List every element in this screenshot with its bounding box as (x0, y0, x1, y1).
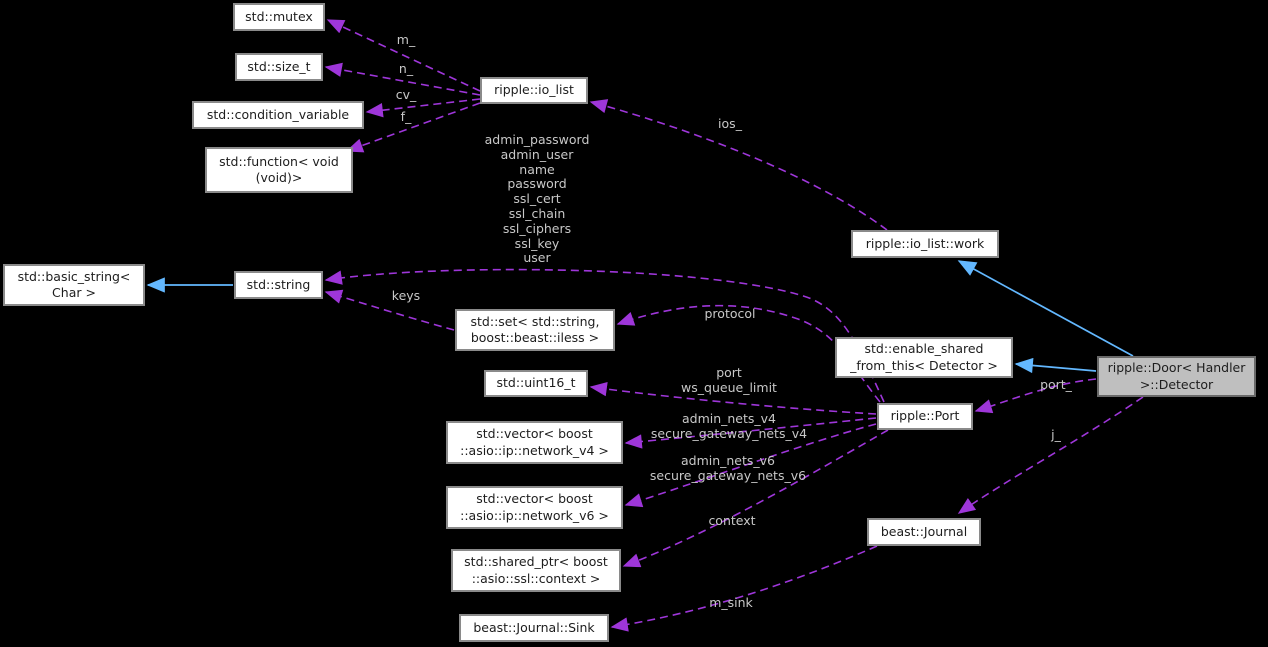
edge-label-m-sink: m_sink (709, 595, 753, 610)
node-std-enable-shared-from-this[interactable]: std::enable_shared_from_this< Detector > (835, 337, 1013, 378)
edge-label-v6-members: admin_nets_v6 secure_gateway_nets_v6 (649, 453, 807, 483)
node-std-uint16-t[interactable]: std::uint16_t (484, 370, 588, 397)
edge-detector-journal (957, 396, 1144, 514)
edge-iolist-condvar (365, 98, 481, 118)
node-ripple-io-list[interactable]: ripple::io_list (480, 77, 588, 104)
node-std-vector-network-v4[interactable]: std::vector< boost::asio::ip::network_v4… (446, 421, 623, 464)
edge-label-string-members: admin_password admin_user name password … (484, 132, 590, 266)
edge-label-protocol: protocol (704, 306, 756, 321)
node-beast-journal[interactable]: beast::Journal (867, 518, 981, 546)
edge-label-f: f_ (400, 109, 412, 124)
edge-port-sslcontext (622, 429, 889, 568)
edge-label-v4-members: admin_nets_v4 secure_gateway_nets_v4 (650, 411, 808, 441)
edge-label-ios: ios_ (718, 116, 742, 131)
edge-label-n: n_ (398, 61, 414, 76)
edge-detector-port (974, 378, 1097, 414)
edge-label-context: context (708, 513, 756, 528)
edge-label-uint16-members: port ws_queue_limit (681, 365, 777, 395)
node-std-condition-variable[interactable]: std::condition_variable (192, 101, 364, 129)
edge-label-port-ref: port_ (1040, 377, 1072, 392)
node-std-function-void[interactable]: std::function< void(void)> (205, 147, 353, 193)
node-std-string[interactable]: std::string (234, 271, 323, 299)
node-std-set-iless[interactable]: std::set< std::string,boost::beast::iles… (455, 309, 615, 351)
node-std-shared-ptr-ssl-context[interactable]: std::shared_ptr< boost::asio::ssl::conte… (451, 549, 621, 592)
edge-label-m: m_ (396, 32, 416, 47)
node-std-size-t[interactable]: std::size_t (235, 53, 323, 81)
node-std-mutex[interactable]: std::mutex (233, 3, 325, 31)
node-ripple-io-list-work[interactable]: ripple::io_list::work (851, 230, 999, 258)
edge-set-string-keys (324, 289, 455, 331)
node-ripple-door-detector: ripple::Door< Handler>::Detector (1097, 356, 1256, 397)
edge-iolist-function (345, 102, 481, 153)
edge-detector-enableshared-inherit (1014, 357, 1097, 374)
node-std-basic-string[interactable]: std::basic_string<Char > (3, 264, 145, 306)
node-std-vector-network-v6[interactable]: std::vector< boost::asio::ip::network_v6… (446, 486, 623, 529)
edge-iolist-mutex (326, 19, 481, 92)
edge-journal-sink (610, 545, 878, 632)
edge-label-keys: keys (391, 288, 421, 303)
edge-label-j: j_ (1051, 427, 1061, 442)
edge-label-cv: cv_ (395, 87, 417, 102)
node-beast-journal-sink[interactable]: beast::Journal::Sink (459, 614, 609, 642)
node-ripple-port[interactable]: ripple::Port (877, 403, 973, 430)
